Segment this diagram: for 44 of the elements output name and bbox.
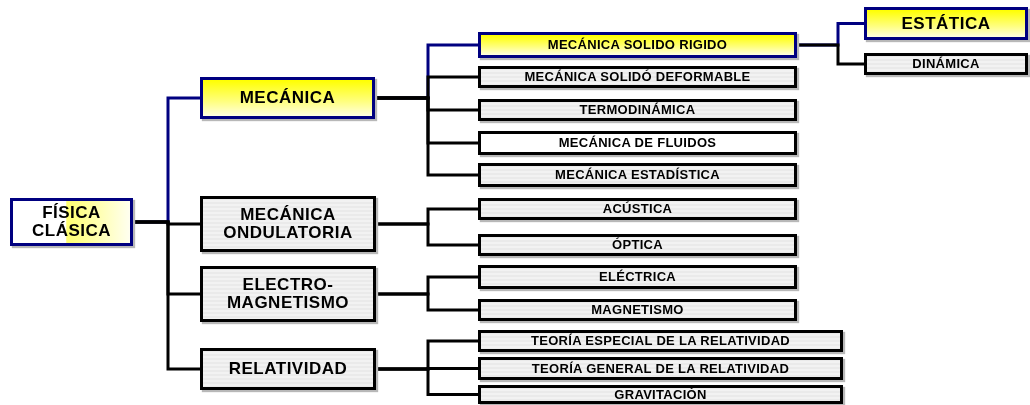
topic-label: GRAVITACIÓN: [614, 387, 707, 402]
connector-line: [133, 220, 200, 371]
topic-label: RELATIVIDAD: [228, 360, 348, 378]
topic-label: MAGNETISMO: [591, 303, 684, 317]
topic-label: ELECTRO- MAGNETISMO: [225, 276, 351, 312]
topic-box: [200, 77, 375, 119]
topic-box: [478, 299, 797, 321]
topic-box: [200, 348, 376, 390]
topic-box: [478, 198, 797, 220]
topic-box: [478, 234, 797, 256]
topic-box: [478, 66, 797, 88]
topic-label: ACÚSTICA: [602, 202, 673, 216]
topic-label: ESTÁTICA: [901, 14, 991, 33]
connector-line: [376, 222, 478, 247]
connector-line: [376, 292, 478, 312]
topic-label: DINÁMICA: [912, 57, 980, 71]
topic-box: [200, 196, 376, 252]
topic-label: MECÁNICA SOLIDO RIGIDO: [547, 38, 728, 52]
topic-box: [478, 357, 843, 380]
topic-box: [478, 330, 843, 352]
topic-box: [478, 163, 797, 187]
topic-label: MECÁNICA DE FLUIDOS: [558, 136, 717, 150]
topic-label: ELÉCTRICA: [598, 270, 677, 284]
connector-line: [376, 367, 478, 396]
connector-line: [375, 96, 478, 177]
connector-line: [797, 43, 864, 66]
topic-label: TEORÍA ESPECIAL DE LA RELATIVIDAD: [530, 334, 791, 348]
topic-label: MECÁNICA SOLIDÓ DEFORMABLE: [524, 70, 751, 84]
topic-label: TERMODINÁMICA: [579, 103, 696, 117]
topic-label: FÍSICA CLÁSICA: [30, 204, 113, 240]
topic-box: [478, 99, 797, 121]
topic-label: MECÁNICA ESTADÍSTICA: [555, 168, 720, 182]
topic-box: [478, 32, 797, 58]
topic-label: MECÁNICA: [239, 89, 336, 107]
topic-box: [478, 131, 797, 155]
topic-label: MECÁNICA ONDULATORIA: [222, 206, 354, 242]
topic-label: TEORÍA GENERAL DE LA RELATIVIDAD: [531, 361, 790, 376]
topic-label: ÓPTICA: [612, 238, 663, 252]
topic-box: [478, 265, 797, 289]
topic-box: [10, 198, 133, 246]
topic-box: [864, 7, 1028, 40]
topic-box: [478, 385, 843, 404]
topic-box: [864, 53, 1028, 75]
topic-box: [200, 266, 376, 322]
